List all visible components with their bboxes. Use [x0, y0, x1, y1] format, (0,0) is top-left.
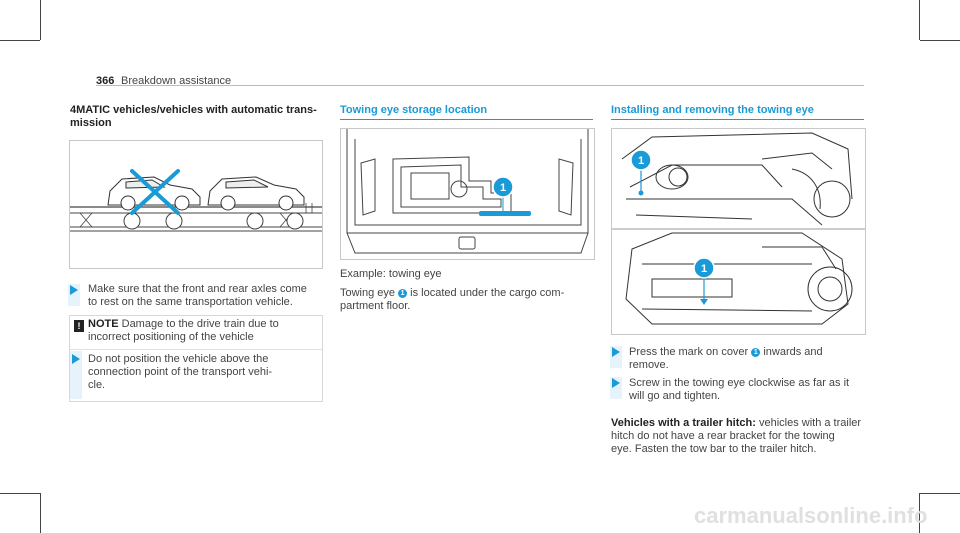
note-step-line: Do not position the vehicle above the [88, 353, 269, 365]
crop-mark [40, 493, 41, 533]
towing-eye-illustration: 1 1 [612, 132, 865, 325]
figure-transport [69, 140, 323, 269]
step-screw-in: Screw in the towing eye clockwise as far… [629, 377, 869, 403]
crop-mark [919, 493, 920, 533]
heading-4matic: 4MATIC vehicles/vehicles with automatic … [70, 104, 320, 130]
note-step: Do not position the vehicle above the co… [88, 353, 316, 392]
heading-line: mission [70, 117, 112, 129]
body-line: Towing eye 1 is located under the cargo … [340, 287, 600, 300]
heading-line: 4MATIC vehicles/vehicles with automatic … [70, 104, 317, 116]
heading-storage: Towing eye storage location [340, 104, 488, 116]
step-line: to rest on the same transportation vehic… [88, 296, 293, 308]
figure-callout: 1 [500, 182, 506, 194]
crop-mark [40, 0, 41, 40]
watermark: carmanualsonline.info [694, 503, 928, 528]
step-line: Make sure that the front and rear axles … [88, 283, 307, 295]
note-line1-text: Damage to the drive train due to [121, 318, 279, 330]
storage-body: Towing eye 1 is located under the cargo … [340, 287, 600, 313]
note-line: incorrect positioning of the vehicle [88, 331, 254, 343]
step-line: Screw in the towing eye clockwise as far… [629, 377, 850, 389]
crop-mark [920, 493, 960, 494]
step-text: Press the mark on cover [629, 346, 749, 358]
trailer-hitch-note: Vehicles with a trailer hitch: vehicles … [611, 417, 866, 456]
heading-install: Installing and removing the towing eye [611, 104, 814, 116]
crop-mark [919, 0, 920, 40]
callout-badge [693, 257, 715, 279]
trailer-heading: Vehicles with a trailer hitch: [611, 417, 756, 429]
page-number: 366 [96, 75, 115, 87]
body-text: Towing eye [340, 287, 396, 299]
figure-callout: 1 [701, 263, 707, 275]
body-line: eye. Fasten the tow bar to the trailer h… [611, 443, 817, 455]
transport-illustration [70, 169, 322, 232]
callout-badge [492, 176, 514, 198]
callout-badge: 1 [398, 289, 408, 298]
step-arrow-icon [70, 285, 78, 295]
step-axles: Make sure that the front and rear axles … [88, 283, 323, 309]
note-text: NOTE Damage to the drive train due to in… [88, 318, 313, 344]
note-title: NOTE [88, 318, 119, 330]
step-arrow-icon [72, 354, 80, 364]
crop-mark [0, 493, 40, 494]
body-line: Vehicles with a trailer hitch: vehicles … [611, 417, 866, 430]
body-line: partment floor. [340, 300, 411, 312]
step-arrow-icon [612, 347, 620, 357]
heading-rule [611, 119, 864, 120]
step-arrow-icon [612, 378, 620, 388]
note-divider [70, 349, 322, 350]
step-line: Press the mark on cover 1 inwards and [629, 346, 869, 359]
figure-storage: 1 [340, 128, 595, 260]
callout-badge: 1 [751, 348, 761, 357]
note-box: ! NOTE Damage to the drive train due to … [69, 315, 323, 402]
callout-badge [630, 149, 652, 171]
step-press-cover: Press the mark on cover 1 inwards and re… [629, 346, 869, 372]
crop-mark [920, 40, 960, 41]
figure-install: 1 1 [611, 128, 866, 335]
step-line: remove. [629, 359, 669, 371]
note-step-line: cle. [88, 379, 106, 391]
section-title: Breakdown assistance [121, 75, 232, 87]
heading-rule [340, 119, 593, 120]
body-line: hitch do not have a rear bracket for the… [611, 430, 835, 442]
body-text: is located under the cargo com- [410, 287, 565, 299]
step-line: will go and tighten. [629, 390, 721, 402]
header-rule [96, 85, 864, 86]
cargo-floor-illustration: 1 [346, 129, 589, 254]
body-text: vehicles with a trailer [758, 417, 862, 429]
figure-callout: 1 [638, 155, 644, 167]
note-line: NOTE Damage to the drive train due to [88, 318, 313, 331]
crop-mark [0, 40, 40, 41]
step-text: inwards and [763, 346, 823, 358]
figure-caption: Example: towing eye [340, 268, 442, 280]
warning-icon: ! [74, 320, 84, 332]
note-step-line: connection point of the transport vehi- [88, 366, 273, 378]
